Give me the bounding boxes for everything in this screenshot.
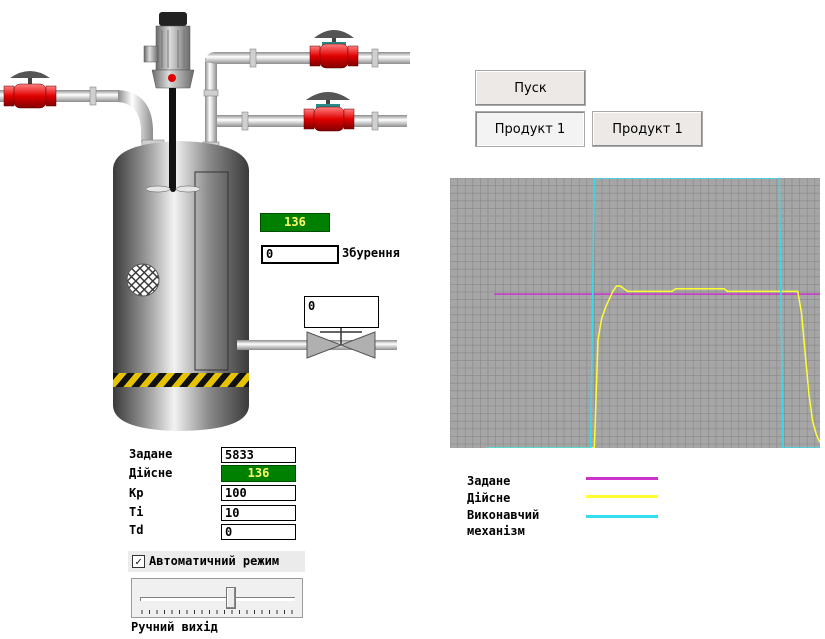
product-left-button[interactable]: Продукт 1 [475,111,585,147]
legend-actuator-label: Виконавчий механізм [467,508,540,538]
excitation-label: Збурення [342,246,400,260]
legend-setpoint-label: Задане [467,474,511,488]
valve-position-input[interactable]: 0 [304,296,379,328]
auto-mode-row[interactable]: ✓ Автоматичний режим [128,551,305,572]
valve-top-right[interactable] [309,30,359,69]
legend-actual-label: Дійсне [467,491,511,505]
legend-actual-swatch [586,495,658,498]
process-mimic [0,12,410,431]
slider-ticks [141,610,293,614]
td-label: Td [129,523,144,537]
ti-label: Ti [129,505,144,519]
inlet-pipes-right [202,48,410,153]
slider-track [140,597,295,601]
kp-input[interactable]: 100 [221,485,296,501]
ti-input[interactable]: 10 [221,505,296,521]
tank-level-display: 136 [260,213,330,232]
series-line-1 [487,285,820,448]
chart-grid [450,178,820,448]
excitation-input[interactable]: 0 [261,245,339,264]
auto-mode-label: Автоматичний режим [149,554,280,568]
setpoint-label: Задане [129,447,173,461]
valve-middle-right[interactable] [303,92,355,132]
legend-setpoint-swatch [586,477,658,480]
legend-actuator-swatch [586,515,658,518]
product-right-button[interactable]: Продукт 1 [592,111,703,147]
trend-chart [450,178,820,448]
kp-label: Кр [129,486,144,500]
setpoint-input[interactable]: 5833 [221,447,296,463]
auto-mode-checkbox[interactable]: ✓ [132,555,145,568]
tank [113,141,249,431]
manual-output-label: Ручний вихід [131,620,218,634]
slider-thumb[interactable] [225,587,236,609]
manual-output-slider[interactable] [131,578,303,618]
td-input[interactable]: 0 [221,524,296,540]
actual-value-display: 136 [221,465,296,482]
start-button[interactable]: Пуск [475,70,586,106]
valve-left[interactable] [3,71,57,109]
actual-label: Дійсне [129,466,173,480]
agitator-motor [143,12,201,193]
chart-background [450,178,820,448]
control-valve[interactable] [306,328,376,359]
